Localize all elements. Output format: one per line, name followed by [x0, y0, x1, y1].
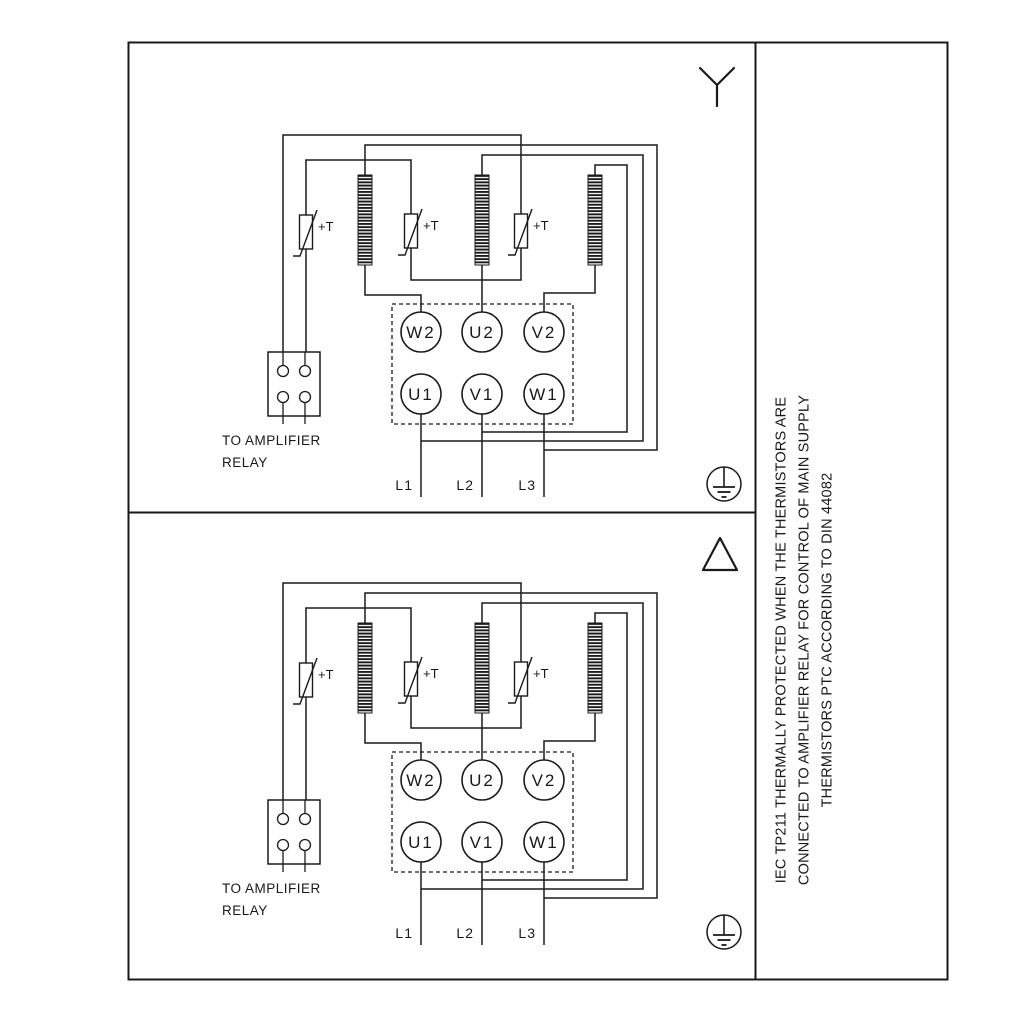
star-connection-icon	[698, 66, 736, 108]
terminal-label-u2: U2	[469, 323, 495, 342]
supply-label-l3: L3	[518, 477, 536, 493]
star-panel-labels: W2 U2 V2 U1 V1 W1 +T +T +T TO AMPLIFIER …	[222, 218, 559, 493]
star-panel-diagram	[268, 135, 741, 501]
amplifier-relay-label-line2: RELAY	[222, 903, 268, 918]
terminal-label-w1: W1	[529, 833, 559, 852]
terminal-label-u2: U2	[469, 771, 495, 790]
supply-label-l1: L1	[395, 925, 413, 941]
thermistor-label-3: +T	[533, 666, 549, 681]
delta-connection-icon	[701, 536, 739, 572]
thermistor-label-2: +T	[423, 666, 439, 681]
amplifier-relay-label-line2: RELAY	[222, 455, 268, 470]
thermistor-label-2: +T	[423, 218, 439, 233]
terminal-label-v1: V1	[470, 833, 495, 852]
delta-panel-labels: W2 U2 V2 U1 V1 W1 +T +T +T TO AMPLIFIER …	[222, 666, 559, 941]
amplifier-relay-label-line1: TO AMPLIFIER	[222, 881, 321, 896]
terminal-label-w2: W2	[406, 323, 436, 342]
thermistor-label-1: +T	[318, 667, 334, 682]
terminal-label-u1: U1	[408, 833, 434, 852]
supply-label-l2: L2	[456, 477, 474, 493]
page-border	[127, 41, 949, 981]
terminal-label-v1: V1	[470, 385, 495, 404]
terminal-label-v2: V2	[532, 771, 557, 790]
terminal-label-v2: V2	[532, 323, 557, 342]
side-note-line-2: CONNECTED TO AMPLIFIER RELAY FOR CONTROL…	[796, 394, 813, 886]
thermistor-label-1: +T	[318, 219, 334, 234]
terminal-label-u1: U1	[408, 385, 434, 404]
side-note-line-3: THERMISTORS PTC ACCORDING TO DIN 44082	[819, 472, 836, 808]
supply-label-l3: L3	[518, 925, 536, 941]
thermistor-label-3: +T	[533, 218, 549, 233]
side-note: IEC TP211 THERMALLY PROTECTED WHEN THE T…	[771, 395, 840, 885]
supply-label-l1: L1	[395, 477, 413, 493]
terminal-label-w1: W1	[529, 385, 559, 404]
delta-panel-diagram	[268, 583, 741, 949]
amplifier-relay-label-line1: TO AMPLIFIER	[222, 433, 321, 448]
terminal-label-w2: W2	[406, 771, 436, 790]
side-note-line-1: IEC TP211 THERMALLY PROTECTED WHEN THE T…	[773, 396, 790, 884]
supply-label-l2: L2	[456, 925, 474, 941]
